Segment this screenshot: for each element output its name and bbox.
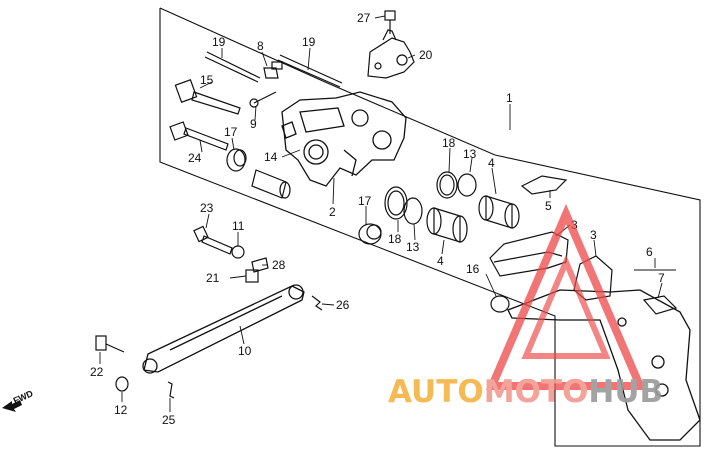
part-sleeve-14: [251, 169, 291, 199]
label-24: 24: [188, 151, 202, 165]
label-10: 10: [238, 344, 252, 358]
label-19b: 19: [302, 35, 316, 49]
part-caliper-body-2: [281, 91, 407, 187]
watermark-text: AUTOMOTOHUB: [388, 374, 663, 410]
part-boot-17b: [358, 223, 382, 245]
part-bolt-22: [95, 335, 125, 353]
label-5: 5: [545, 199, 552, 213]
part-clip-28: [251, 257, 269, 273]
part-bleeder-8: [263, 61, 283, 79]
label-7: 7: [658, 271, 665, 285]
part-pins-19: [204, 51, 343, 88]
label-22: 22: [90, 365, 104, 379]
label-2: 2: [329, 205, 336, 219]
label-11: 11: [232, 219, 245, 233]
watermark-auto: AUTO: [388, 374, 484, 410]
label-8: 8: [257, 39, 264, 53]
part-screw-9: [249, 91, 277, 108]
part-pin-7: [642, 295, 678, 315]
part-pad-spring-16: [490, 295, 510, 313]
part-torque-rod-10: [142, 284, 305, 374]
watermark-triangle-icon: [485, 203, 647, 390]
label-18b: 18: [388, 232, 402, 246]
label-13b: 13: [406, 240, 420, 254]
watermark-moto: MOTO: [484, 374, 589, 410]
label-12: 12: [114, 403, 128, 417]
part-caliper-bracket-6: [507, 289, 701, 441]
label-26: 26: [336, 298, 350, 312]
label-16: 16: [466, 262, 480, 276]
part-bolt-23: [193, 225, 233, 255]
label-6: 6: [646, 245, 653, 259]
label-3b: 3: [590, 228, 597, 242]
part-boot-17: [226, 148, 247, 172]
label-15: 15: [200, 73, 214, 87]
part-pin-25: [167, 381, 175, 399]
part-pistons-4: [426, 195, 520, 243]
label-9: 9: [250, 117, 257, 131]
watermark-hub: HUB: [588, 374, 663, 410]
part-clip-26: [311, 295, 323, 311]
part-spring-5: [520, 175, 568, 195]
label-23: 23: [200, 201, 214, 215]
fwd-arrow-icon: [2, 400, 22, 412]
label-17b: 17: [358, 194, 372, 208]
part-number-labels: 27 20 19 8 19 15 1 9 17 14 24 18 13 4 5 …: [90, 11, 665, 427]
label-4a: 4: [488, 156, 495, 170]
part-nut-12: [115, 376, 129, 392]
part-bolt-27: [384, 10, 396, 34]
label-18a: 18: [442, 136, 456, 150]
label-4b: 4: [437, 254, 444, 268]
label-17a: 17: [224, 125, 238, 139]
label-19a: 19: [212, 35, 226, 49]
part-bracket-20: [367, 29, 415, 79]
fwd-label: FWD: [12, 388, 35, 406]
watermark: AUTOMOTOHUB: [388, 203, 663, 410]
forward-arrow: FWD: [2, 388, 35, 412]
part-collar-11: [231, 245, 245, 259]
part-bolt-15: [174, 79, 241, 115]
label-1: 1: [506, 91, 513, 105]
label-25: 25: [162, 413, 176, 427]
label-27: 27: [357, 11, 371, 25]
assembly-outline: [159, 7, 701, 447]
part-seals-13: [403, 173, 477, 225]
label-21: 21: [206, 271, 220, 285]
part-seals-18: [384, 171, 458, 220]
part-bolt-24: [169, 121, 229, 151]
label-28: 28: [272, 258, 286, 272]
label-14: 14: [264, 150, 278, 164]
label-13a: 13: [463, 147, 477, 161]
label-20: 20: [419, 48, 433, 62]
